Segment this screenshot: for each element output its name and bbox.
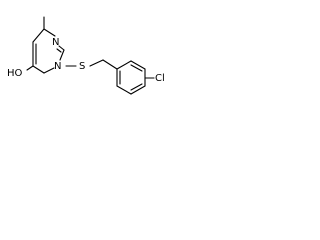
atom-label-sulfur: S: [79, 61, 85, 72]
bond-ar3: [130, 85, 146, 95]
chemical-structure-diagram: HO N N S Cl: [7, 16, 165, 95]
bond-ar3-inner: [130, 83, 143, 91]
bond-c4-c5: [32, 65, 45, 74]
bond-ar6: [116, 60, 132, 70]
bond-n1-c2-inner: [56, 48, 62, 53]
bond-c4-oh: [26, 65, 34, 71]
atom-label-nitrogen-bottom: N: [54, 61, 61, 72]
atom-label-chlorine: Cl: [155, 73, 165, 84]
bond-n1-c2: [58, 45, 65, 51]
bond-ar2: [116, 85, 132, 95]
bond-ar5: [130, 60, 146, 70]
bond-s-ch2: [89, 59, 104, 67]
atom-label-nitrogen-top: N: [52, 37, 59, 48]
bond-c6-c5-top: [32, 28, 45, 43]
bond-n3-c4: [43, 67, 55, 74]
bond-c6-n1: [43, 28, 56, 37]
atom-label-hydroxyl: HO: [7, 68, 23, 79]
bond-ar5-inner: [130, 64, 143, 72]
bond-ch2-aryl: [102, 59, 118, 70]
bond-c2-n3: [59, 49, 65, 61]
